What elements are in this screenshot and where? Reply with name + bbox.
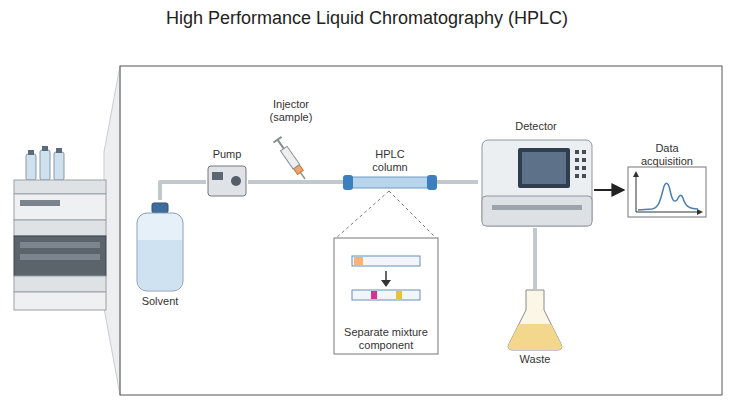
component-label: Waste [520, 353, 551, 366]
leader-line [389, 191, 436, 238]
component-label: Data acquisition [632, 142, 702, 168]
component-label: HPLC column [365, 148, 415, 174]
injector-node: Injector (sample) [256, 96, 326, 128]
separation-bars [352, 256, 420, 300]
waste-node: Waste [500, 290, 570, 368]
component-label: Detector [515, 120, 557, 133]
tubing [533, 228, 537, 290]
inset-frame [334, 238, 438, 354]
signal-arrow [594, 189, 624, 191]
hplc-column [343, 175, 437, 190]
solvent-node: Solvent [128, 200, 192, 310]
data-node: Data acquisition [624, 140, 710, 220]
component-label: Solvent [142, 295, 179, 308]
component-label: Pump [213, 148, 242, 161]
chromatogram [628, 167, 706, 217]
detector [482, 140, 592, 226]
title: High Performance Liquid Chromatography (… [0, 8, 734, 29]
tubing [160, 182, 206, 200]
detector-node: Detector [478, 118, 594, 228]
tubing [437, 180, 478, 184]
pump [208, 166, 246, 196]
pump-node: Pump [206, 146, 248, 198]
solvent-bottle [137, 203, 183, 291]
injector-syringe [273, 137, 309, 182]
waste-flask [508, 290, 562, 350]
component-label: Separate mixture component [336, 326, 436, 352]
leader-line [336, 191, 389, 238]
inset-node: Separate mixture component [334, 238, 438, 354]
component-label: Injector (sample) [261, 98, 321, 124]
frame [120, 66, 722, 395]
tubing [248, 180, 343, 184]
column-node: HPLC column [343, 146, 437, 192]
instrument-stack [14, 146, 106, 310]
